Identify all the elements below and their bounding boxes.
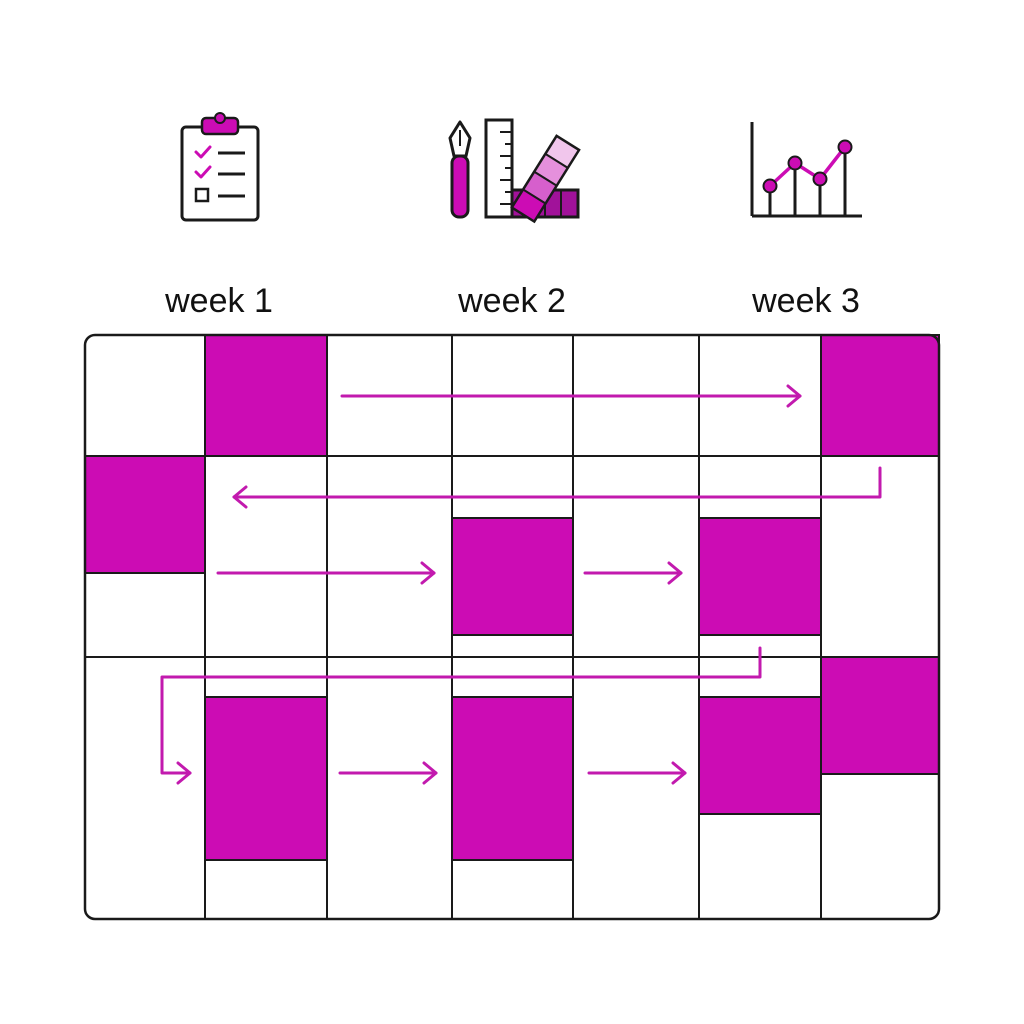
schedule-grid xyxy=(83,333,941,921)
grid-lines xyxy=(85,335,939,919)
clipboard-checklist-icon xyxy=(180,112,260,222)
task-block xyxy=(820,334,940,457)
week-2-label: week 2 xyxy=(457,282,566,320)
task-block xyxy=(451,517,574,636)
task-block xyxy=(698,517,822,636)
grid-border xyxy=(83,333,941,921)
design-tools-icon xyxy=(448,118,581,224)
task-block xyxy=(204,334,328,457)
flow-arrow xyxy=(232,466,882,509)
flow-arrow xyxy=(160,646,762,785)
week-3-label: week 3 xyxy=(751,282,860,320)
task-block xyxy=(451,696,574,861)
task-block xyxy=(204,696,328,861)
line-chart-icon xyxy=(750,122,862,218)
task-block xyxy=(84,455,206,574)
week-1-label: week 1 xyxy=(164,282,273,320)
flow-arrows xyxy=(160,384,882,785)
task-block xyxy=(820,656,940,775)
task-block xyxy=(698,696,822,815)
